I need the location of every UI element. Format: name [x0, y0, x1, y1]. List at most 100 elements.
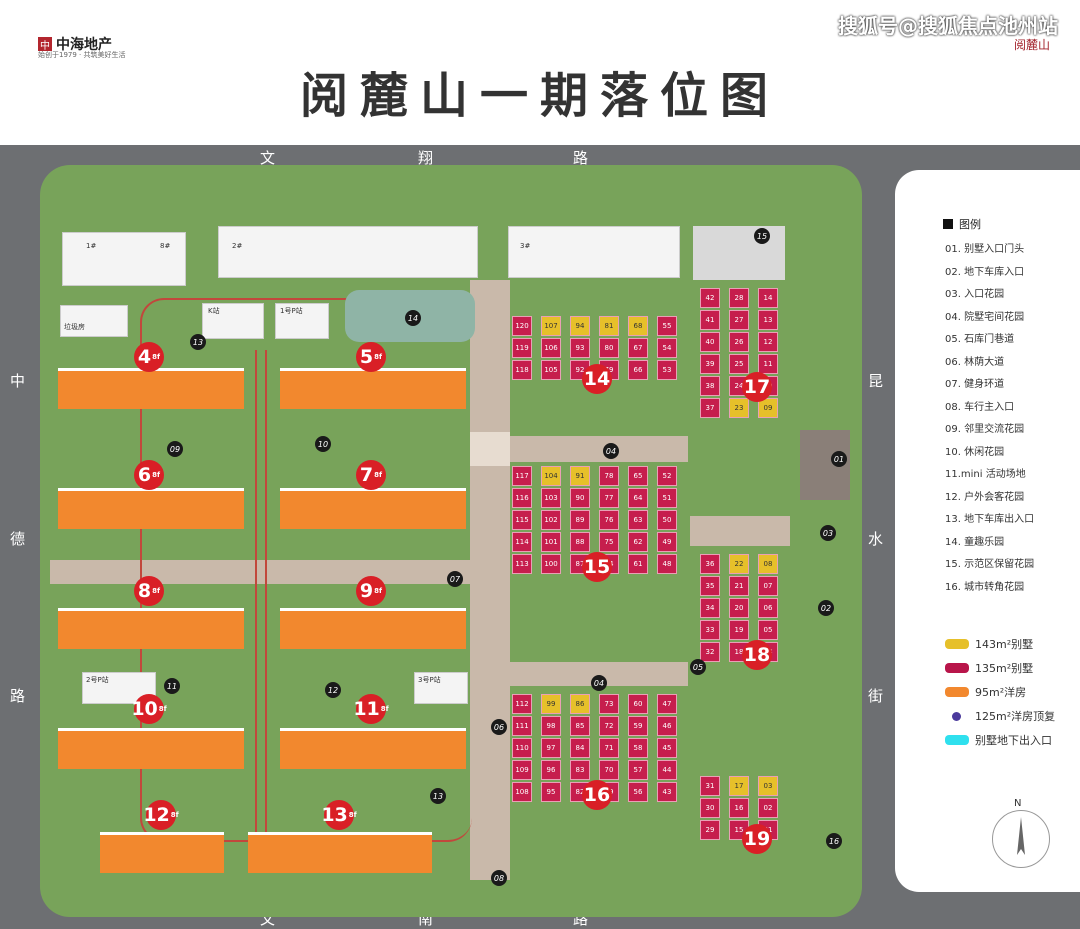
villa-unit[interactable]: 76 [599, 510, 619, 530]
villa-unit[interactable]: 98 [541, 716, 561, 736]
villa-unit[interactable]: 100 [541, 554, 561, 574]
villa-unit[interactable]: 80 [599, 338, 619, 358]
villa-unit[interactable]: 99 [541, 694, 561, 714]
villa-unit[interactable]: 25 [729, 354, 749, 374]
villa-unit[interactable]: 115 [512, 510, 532, 530]
building-number-15[interactable]: 15 [582, 552, 612, 582]
villa-unit[interactable]: 104 [541, 466, 561, 486]
feature-13-top[interactable]: 13 [190, 334, 206, 350]
villa-unit[interactable]: 55 [657, 316, 677, 336]
villa-unit[interactable]: 49 [657, 532, 677, 552]
villa-unit[interactable]: 50 [657, 510, 677, 530]
villa-unit[interactable]: 22 [729, 554, 749, 574]
building-number-17[interactable]: 17 [742, 372, 772, 402]
villa-unit[interactable]: 08 [758, 554, 778, 574]
feature-04-bottom[interactable]: 04 [591, 675, 607, 691]
feature-13-bottom[interactable]: 13 [430, 788, 446, 804]
feature-12[interactable]: 12 [325, 682, 341, 698]
villa-unit[interactable]: 101 [541, 532, 561, 552]
villa-unit[interactable]: 81 [599, 316, 619, 336]
feature-05[interactable]: 05 [690, 659, 706, 675]
villa-unit[interactable]: 66 [628, 360, 648, 380]
villa-unit[interactable]: 40 [700, 332, 720, 352]
villa-unit[interactable]: 38 [700, 376, 720, 396]
villa-unit[interactable]: 93 [570, 338, 590, 358]
villa-unit[interactable]: 57 [628, 760, 648, 780]
villa-unit[interactable]: 83 [570, 760, 590, 780]
building-number-18[interactable]: 18 [742, 640, 772, 670]
villa-unit[interactable]: 120 [512, 316, 532, 336]
villa-unit[interactable]: 85 [570, 716, 590, 736]
villa-unit[interactable]: 05 [758, 620, 778, 640]
villa-unit[interactable]: 62 [628, 532, 648, 552]
villa-unit[interactable]: 103 [541, 488, 561, 508]
villa-unit[interactable]: 45 [657, 738, 677, 758]
villa-unit[interactable]: 44 [657, 760, 677, 780]
villa-unit[interactable]: 63 [628, 510, 648, 530]
villa-unit[interactable]: 95 [541, 782, 561, 802]
feature-08[interactable]: 08 [491, 870, 507, 886]
villa-unit[interactable]: 109 [512, 760, 532, 780]
villa-unit[interactable]: 02 [758, 798, 778, 818]
villa-unit[interactable]: 30 [700, 798, 720, 818]
feature-09[interactable]: 09 [167, 441, 183, 457]
villa-unit[interactable]: 12 [758, 332, 778, 352]
feature-14[interactable]: 14 [405, 310, 421, 326]
feature-15[interactable]: 15 [754, 228, 770, 244]
villa-unit[interactable]: 31 [700, 776, 720, 796]
feature-01[interactable]: 01 [831, 451, 847, 467]
villa-unit[interactable]: 60 [628, 694, 648, 714]
villa-unit[interactable]: 94 [570, 316, 590, 336]
villa-unit[interactable]: 07 [758, 576, 778, 596]
villa-unit[interactable]: 114 [512, 532, 532, 552]
villa-unit[interactable]: 105 [541, 360, 561, 380]
villa-unit[interactable]: 36 [700, 554, 720, 574]
villa-unit[interactable]: 03 [758, 776, 778, 796]
feature-10[interactable]: 10 [315, 436, 331, 452]
villa-unit[interactable]: 112 [512, 694, 532, 714]
villa-unit[interactable]: 17 [729, 776, 749, 796]
villa-unit[interactable]: 65 [628, 466, 648, 486]
villa-unit[interactable]: 09 [758, 398, 778, 418]
villa-unit[interactable]: 26 [729, 332, 749, 352]
villa-unit[interactable]: 27 [729, 310, 749, 330]
villa-unit[interactable]: 43 [657, 782, 677, 802]
villa-unit[interactable]: 58 [628, 738, 648, 758]
villa-unit[interactable]: 11 [758, 354, 778, 374]
villa-unit[interactable]: 116 [512, 488, 532, 508]
building-number-16[interactable]: 16 [582, 780, 612, 810]
villa-unit[interactable]: 52 [657, 466, 677, 486]
villa-unit[interactable]: 107 [541, 316, 561, 336]
villa-unit[interactable]: 113 [512, 554, 532, 574]
villa-unit[interactable]: 89 [570, 510, 590, 530]
villa-unit[interactable]: 61 [628, 554, 648, 574]
villa-unit[interactable]: 21 [729, 576, 749, 596]
villa-unit[interactable]: 88 [570, 532, 590, 552]
villa-unit[interactable]: 70 [599, 760, 619, 780]
villa-unit[interactable]: 73 [599, 694, 619, 714]
villa-unit[interactable]: 119 [512, 338, 532, 358]
villa-unit[interactable]: 42 [700, 288, 720, 308]
villa-unit[interactable]: 20 [729, 598, 749, 618]
villa-unit[interactable]: 23 [729, 398, 749, 418]
villa-unit[interactable]: 64 [628, 488, 648, 508]
villa-unit[interactable]: 34 [700, 598, 720, 618]
villa-unit[interactable]: 28 [729, 288, 749, 308]
feature-07[interactable]: 07 [447, 571, 463, 587]
villa-unit[interactable]: 59 [628, 716, 648, 736]
villa-unit[interactable]: 51 [657, 488, 677, 508]
villa-unit[interactable]: 90 [570, 488, 590, 508]
feature-16[interactable]: 16 [826, 833, 842, 849]
feature-11[interactable]: 11 [164, 678, 180, 694]
villa-unit[interactable]: 78 [599, 466, 619, 486]
villa-unit[interactable]: 96 [541, 760, 561, 780]
villa-unit[interactable]: 118 [512, 360, 532, 380]
